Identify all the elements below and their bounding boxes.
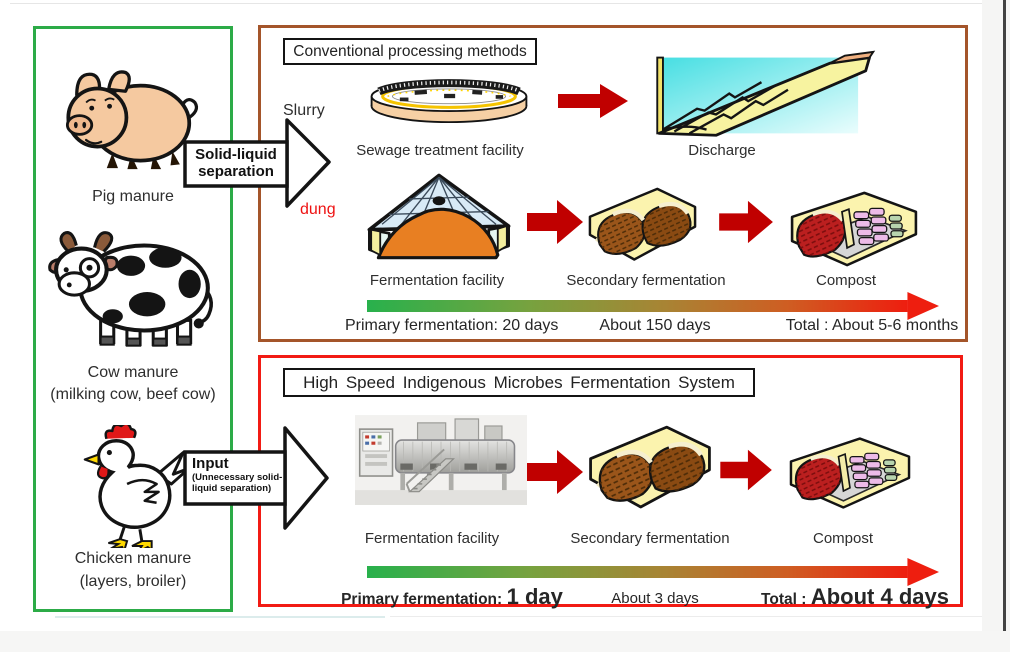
chicken-illustration — [83, 425, 191, 548]
fermentation-machine-photo — [355, 415, 527, 505]
chicken-manure-label: Chicken manure — [74, 550, 192, 567]
primary-value: 1 day — [506, 584, 563, 609]
compost-illustration — [789, 437, 911, 509]
cow-manure-sublabel: (milking cow, beef cow) — [50, 386, 216, 403]
compost-label: Compost — [815, 272, 877, 289]
conventional-title: Conventional processing methods — [293, 42, 527, 60]
sewage-treatment-tank-illustration — [370, 79, 528, 124]
slurry-label: Slurry — [283, 102, 325, 119]
sewage-treatment-label: Sewage treatment facility — [356, 142, 524, 159]
compost-illustration — [790, 191, 918, 267]
pig-manure-label: Pig manure — [92, 188, 174, 205]
block-arrow-icon — [183, 426, 329, 530]
solid-liquid-separation-arrow: Solid-liquid separation — [182, 117, 332, 209]
secondary-fermentation-duration: About 150 days — [599, 317, 711, 334]
input-title: Input — [192, 455, 229, 472]
total-value: About 4 days — [810, 584, 949, 609]
top-hairline — [10, 3, 1000, 4]
solid-liquid-line2: separation — [198, 162, 274, 180]
block-arrow-icon — [183, 118, 331, 208]
flow-arrow-icon — [720, 449, 772, 491]
total-label: Total : — [761, 591, 807, 608]
fermentation-facility-label: Fermentation facility — [364, 530, 500, 547]
compost-label: Compost — [812, 530, 874, 547]
conventional-title-box: Conventional processing methods — [283, 38, 537, 65]
input-note-line1: (Unnecessary solid- — [192, 471, 283, 483]
total-duration: Total : About 5-6 months — [785, 317, 959, 334]
secondary-fermentation-illustration — [588, 187, 697, 261]
secondary-fermentation-duration: About 3 days — [611, 590, 699, 607]
fermentation-facility-label: Fermentation facility — [369, 272, 505, 289]
primary-label: Primary fermentation: — [341, 591, 503, 608]
timeline-gradient-arrow — [367, 292, 939, 320]
page-divider-line — [390, 616, 990, 617]
solid-liquid-line1: Solid-liquid — [195, 146, 277, 163]
total-duration: Total : About 4 days — [735, 584, 975, 610]
high-speed-title-box: High Speed Indigenous Microbes Fermentat… — [283, 368, 755, 397]
pig-illustration — [65, 70, 199, 170]
manure-sources-panel: Pig manure — [33, 26, 233, 612]
primary-fermentation-duration: Primary fermentation: 1 day — [322, 584, 582, 610]
secondary-fermentation-label: Secondary fermentation — [566, 272, 726, 289]
high-speed-panel: High Speed Indigenous Microbes Fermentat… — [258, 355, 963, 610]
cow-manure-label: Cow manure — [87, 364, 179, 381]
chicken-manure-sublabel: (layers, broiler) — [79, 573, 187, 590]
page-divider-line — [55, 616, 385, 618]
greenhouse-fermentation-illustration — [367, 173, 511, 260]
dung-label: dung — [300, 201, 336, 218]
secondary-fermentation-label: Secondary fermentation — [570, 530, 730, 547]
primary-fermentation-duration: Primary fermentation: 20 days — [345, 317, 559, 334]
discharge-illustration — [656, 50, 876, 137]
window-edge-line — [1003, 0, 1006, 631]
flow-arrow-icon — [719, 200, 773, 244]
cow-illustration — [48, 231, 213, 347]
discharge-label: Discharge — [688, 142, 756, 159]
secondary-fermentation-illustration — [589, 425, 711, 509]
conventional-panel: Conventional processing methods Slurry S… — [258, 25, 968, 342]
input-arrow: Input (Unnecessary solid- liquid separat… — [182, 425, 330, 531]
input-note-line2: liquid separation) — [192, 482, 272, 494]
bottom-gutter — [0, 631, 1010, 652]
high-speed-title: High Speed Indigenous Microbes Fermentat… — [303, 372, 735, 392]
flow-arrow-icon — [527, 200, 583, 244]
flow-arrow-icon — [558, 84, 628, 118]
flow-arrow-icon — [527, 450, 583, 494]
timeline-gradient-arrow — [367, 558, 939, 586]
